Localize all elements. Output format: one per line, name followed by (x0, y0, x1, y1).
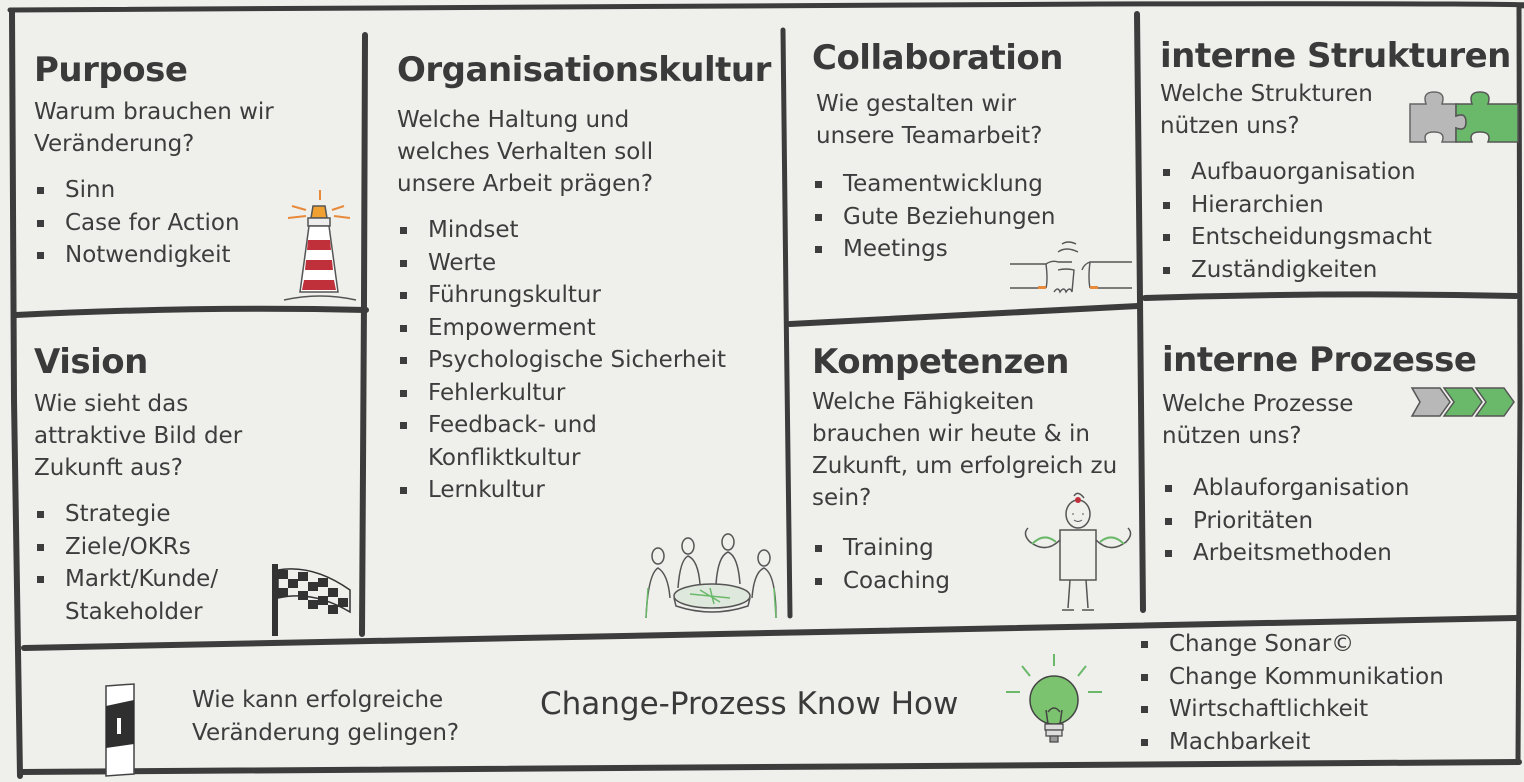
process-arrows-icon (1410, 387, 1515, 417)
list-item: Meetings (812, 233, 1132, 266)
change-list: Change Sonar© Change Kommunikation Wirts… (1138, 628, 1508, 758)
list-item: Change Sonar© (1138, 628, 1508, 661)
list-item: Aufbauorganisation (1160, 156, 1520, 189)
list-item: Ablauforganisation (1162, 472, 1522, 505)
list-item: Führungskultur (397, 279, 747, 312)
purpose-list: Sinn Case for Action Notwendigkeit (34, 174, 354, 272)
list-item: Ziele/OKRs (34, 531, 264, 564)
interne-prozesse-title: interne Prozesse (1162, 340, 1477, 380)
organisationskultur-list: Mindset Werte Führungskultur Empowerment… (397, 214, 747, 507)
list-item: Psychologische Sicherheit (397, 344, 747, 377)
interne-strukturen-cell: interne Strukturen Welche Strukturen nüt… (1160, 36, 1520, 286)
list-item: Feedback- und Konfliktkultur (397, 409, 628, 474)
puzzle-icon (1409, 91, 1519, 143)
collaboration-question: Wie gestalten wir unsere Teamarbeit? (816, 91, 1043, 149)
list-item: Arbeitsmethoden (1162, 537, 1522, 570)
list-item: Werte (397, 247, 747, 280)
interne-strukturen-question: Welche Strukturen nützen uns? (1160, 81, 1373, 139)
list-item: Lernkultur (397, 474, 747, 507)
organisationskultur-title: Organisationskultur (397, 50, 771, 90)
kompetenzen-title: Kompetenzen (812, 342, 1070, 382)
organisationskultur-cell: Organisationskultur Welche Haltung und w… (397, 50, 777, 507)
list-item: Prioritäten (1162, 505, 1522, 538)
list-item: Strategie (34, 498, 264, 531)
purpose-cell: Purpose Warum brauchen wir Veränderung? … (34, 50, 354, 272)
vision-list: Strategie Ziele/OKRs Markt/Kunde/ Stakeh… (34, 498, 264, 628)
change-question: Wie kann erfolgreiche Veränderung geling… (192, 687, 460, 746)
list-item: Mindset (397, 214, 747, 247)
list-item: Markt/Kunde/ Stakeholder (34, 563, 245, 628)
list-item: Hierarchien (1160, 189, 1520, 222)
list-item: Teamentwicklung (812, 168, 1132, 201)
list-item: Change Kommunikation (1138, 661, 1508, 694)
list-item: Notwendigkeit (34, 239, 354, 272)
list-item: Zuständigkeiten (1160, 254, 1520, 287)
list-item: Empowerment (397, 312, 747, 345)
lighthouse-icon (283, 190, 357, 301)
list-item: Machbarkeit (1138, 726, 1508, 759)
list-item: Fehlerkultur (397, 377, 747, 410)
interne-prozesse-cell: interne Prozesse Welche Prozesse nützen … (1162, 340, 1522, 570)
kompetenzen-question: Welche Fähigkeiten brauchen wir heute & … (812, 389, 1118, 511)
vision-question: Wie sieht das attraktive Bild der Zukunf… (34, 391, 243, 481)
collaboration-list: Teamentwicklung Gute Beziehungen Meeting… (812, 168, 1132, 266)
vision-title: Vision (34, 342, 148, 382)
strong-person-icon (1024, 492, 1132, 611)
milestone-post-icon (105, 683, 135, 777)
change-title: Change-Prozess Know How (540, 686, 959, 722)
checkered-flag-icon (272, 564, 351, 636)
interne-prozesse-list: Ablauforganisation Prioritäten Arbeitsme… (1162, 472, 1522, 570)
collaboration-title: Collaboration (812, 38, 1063, 78)
list-item: Wirtschaftlichkeit (1138, 693, 1508, 726)
interne-strukturen-list: Aufbauorganisation Hierarchien Entscheid… (1160, 156, 1520, 286)
lightbulb-icon (1006, 654, 1102, 743)
kompetenzen-list: Training Coaching (812, 532, 1132, 597)
list-item: Gute Beziehungen (812, 201, 1132, 234)
purpose-question: Warum brauchen wir Veränderung? (34, 99, 274, 157)
list-item: Sinn (34, 174, 354, 207)
handshake-icon (1010, 241, 1132, 294)
interne-strukturen-title: interne Strukturen (1160, 36, 1511, 76)
purpose-title: Purpose (34, 50, 188, 90)
kompetenzen-cell: Kompetenzen Welche Fähigkeiten brauchen … (812, 342, 1132, 597)
interne-prozesse-question: Welche Prozesse nützen uns? (1162, 391, 1354, 449)
list-item: Entscheidungsmacht (1160, 221, 1520, 254)
vision-cell: Vision Wie sieht das attraktive Bild der… (34, 342, 354, 628)
list-item: Case for Action (34, 207, 354, 240)
organisationskultur-question: Welche Haltung und welches Verhalten sol… (397, 107, 654, 197)
list-item: Coaching (812, 565, 1132, 598)
collaboration-cell: Collaboration Wie gestalten wir unsere T… (812, 38, 1132, 266)
list-item: Training (812, 532, 1132, 565)
team-table-icon (645, 533, 777, 619)
